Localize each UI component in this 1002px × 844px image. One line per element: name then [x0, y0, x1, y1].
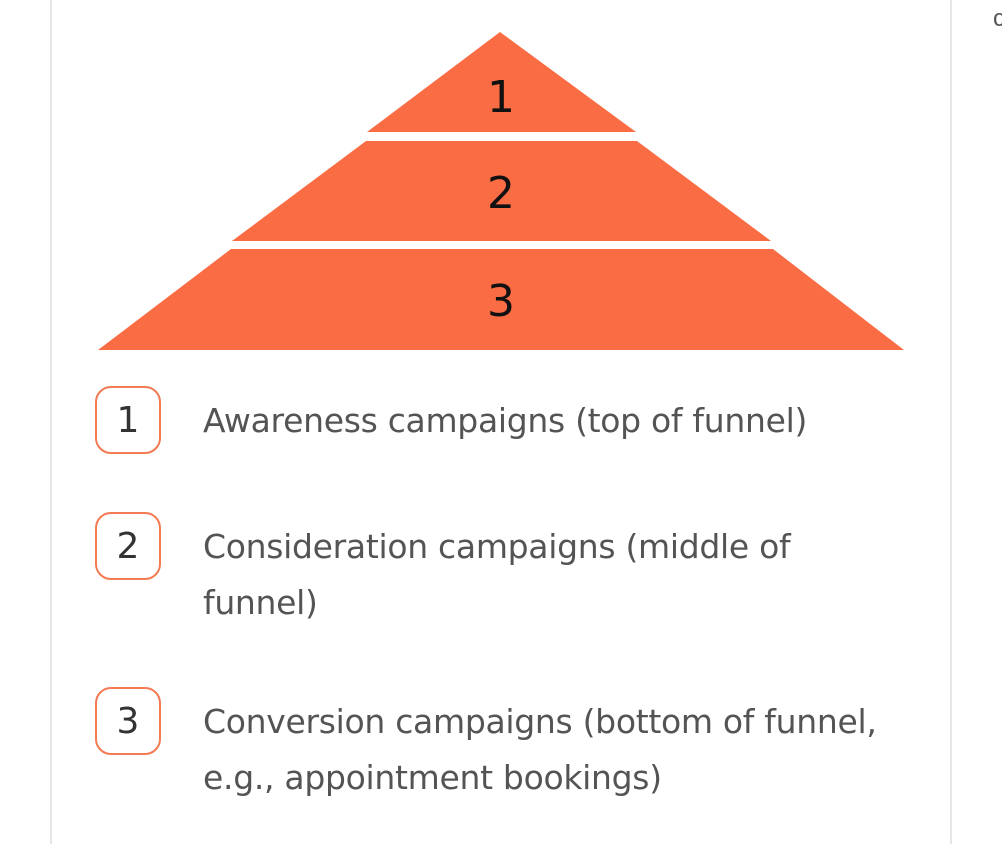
content-card: [50, 0, 952, 844]
pyramid-level-3-number: 3: [487, 276, 515, 327]
legend-label: Awareness campaigns (top of funnel): [203, 401, 808, 440]
legend-number-badge: 3: [95, 687, 161, 755]
pyramid-level-1-number: 1: [487, 72, 515, 123]
pyramid-level-1: [367, 32, 636, 132]
funnel-pyramid: 1 2 3: [98, 32, 904, 350]
pyramid-level-2: [232, 141, 771, 241]
legend-label: Consideration campaigns (middle of funne…: [203, 527, 791, 622]
legend-number-badge: 2: [95, 512, 161, 580]
pyramid-level-3: [98, 249, 904, 350]
pyramid-level-2-number: 2: [487, 168, 515, 219]
legend-number-badge: 1: [95, 386, 161, 454]
cropped-edge-text: c: [993, 8, 1002, 30]
legend-label: Conversion campaigns (bottom of funnel, …: [203, 702, 877, 797]
